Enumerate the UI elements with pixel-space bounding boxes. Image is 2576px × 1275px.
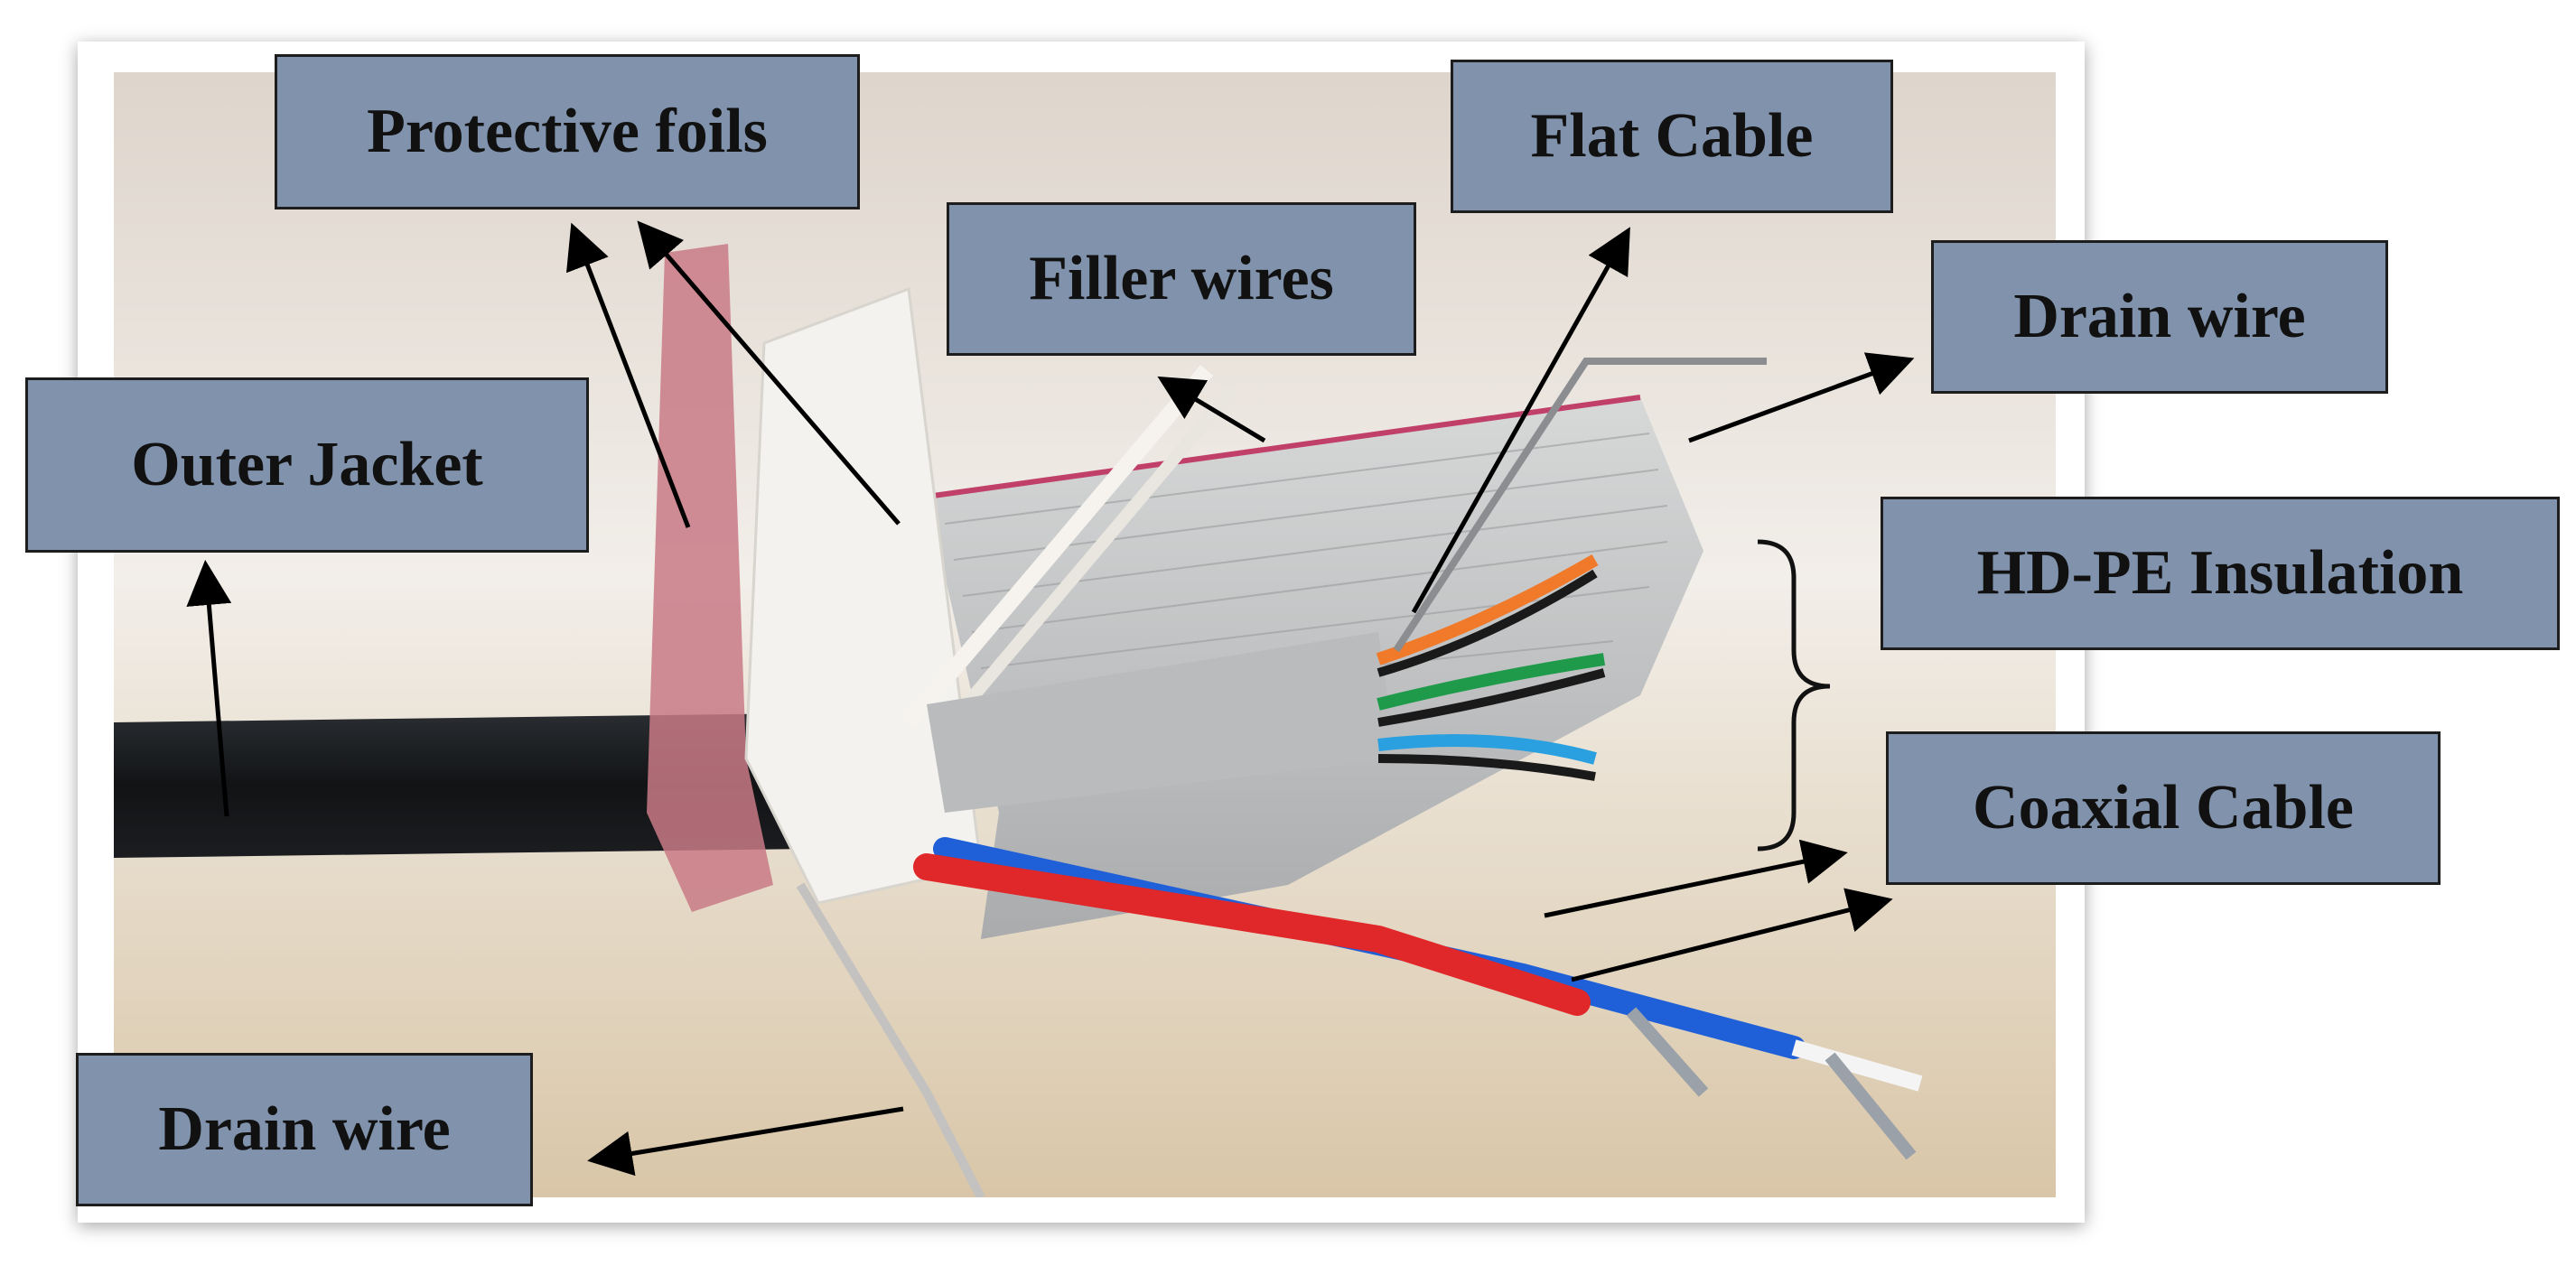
drain-wire-bottom: [796, 882, 985, 1197]
label-drain-wire-bottom: Drain wire: [76, 1053, 533, 1206]
arrow-protective-foils-2: [637, 220, 901, 526]
orange-pair: [1376, 554, 1599, 665]
outer-jacket: [114, 713, 817, 858]
label-flat-cable: Flat Cable: [1451, 60, 1893, 213]
arrow-filler-wires: [1157, 376, 1266, 443]
blue-pair: [1377, 734, 1597, 765]
arrow-drain-wire-bottom: [587, 1106, 904, 1177]
label-hd-pe-insulation: HD-PE Insulation: [1881, 497, 2560, 650]
label-outer-jacket: Outer Jacket: [25, 377, 589, 553]
drain-wire-top: [1393, 358, 1767, 653]
red-foil: [647, 244, 773, 912]
red-coax: [913, 853, 1591, 1016]
green-pair: [1377, 653, 1606, 711]
arrow-coaxial-2: [1571, 888, 1893, 982]
label-protective-foils: Protective foils: [275, 54, 860, 209]
arrow-flat-cable: [1411, 227, 1630, 614]
arrow-coaxial-1: [1544, 839, 1848, 918]
arrow-protective-foils-1: [566, 222, 691, 528]
label-drain-wire-top: Drain wire: [1931, 240, 2388, 394]
arrow-outer-jacket: [186, 560, 232, 817]
arrow-drain-wire-top: [1688, 352, 1915, 443]
label-filler-wires: Filler wires: [947, 202, 1416, 356]
inner-gray-cable: [927, 632, 1396, 813]
label-coaxial-cable: Coaxial Cable: [1886, 731, 2441, 885]
filler-wire: [902, 365, 1213, 728]
bracket: [1757, 539, 1831, 852]
